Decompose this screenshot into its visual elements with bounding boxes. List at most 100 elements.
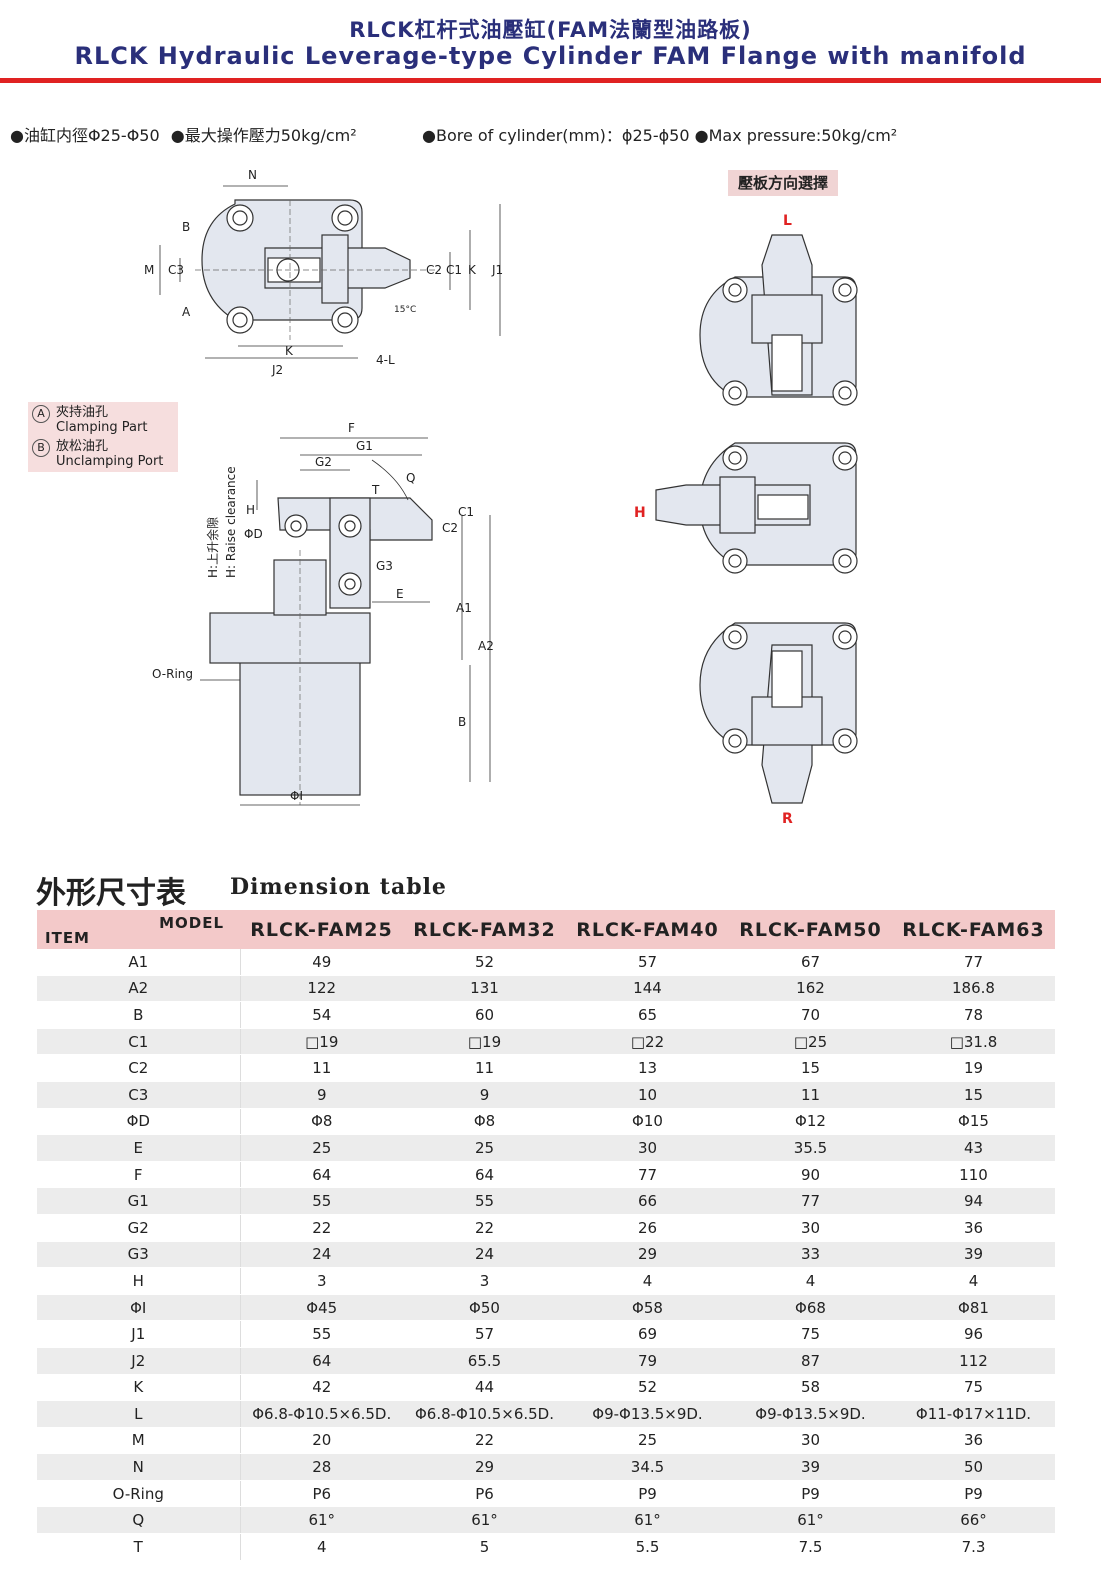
page-title-en: RLCK Hydraulic Leverage-type Cylinder FA… xyxy=(74,42,1027,70)
table-cell: 3 xyxy=(403,1267,566,1295)
dim-label-a2: A2 xyxy=(478,639,494,653)
table-cell: 55 xyxy=(240,1320,403,1348)
dim-label-c2: C2 xyxy=(426,263,442,277)
table-cell: 61° xyxy=(403,1506,566,1535)
table-cell: Φ10 xyxy=(566,1108,729,1136)
table-cell: 49 xyxy=(240,949,403,976)
table-cell: 30 xyxy=(566,1134,729,1162)
table-cell: 66 xyxy=(566,1187,729,1215)
corner-item-label: ITEM xyxy=(45,929,90,947)
table-cell: 26 xyxy=(566,1214,729,1242)
table-cell: 61° xyxy=(566,1506,729,1535)
table-cell: 28 xyxy=(240,1453,403,1481)
table-cell: Φ9-Φ13.5×9D. xyxy=(729,1400,892,1428)
table-cell: 29 xyxy=(566,1241,729,1269)
table-cell: 4 xyxy=(892,1267,1055,1295)
row-item-label: E xyxy=(37,1134,241,1162)
table-cell: 65 xyxy=(566,1001,729,1029)
table-cell: 69 xyxy=(566,1320,729,1348)
table-cell: 144 xyxy=(566,975,729,1003)
table-cell: 25 xyxy=(403,1134,566,1162)
table-cell: 162 xyxy=(729,975,892,1003)
table-cell: 9 xyxy=(240,1081,403,1109)
table-cell: P9 xyxy=(892,1480,1055,1508)
dim-label-t: T xyxy=(371,483,380,497)
table-cell: 43 xyxy=(892,1134,1055,1162)
dimension-table: MODEL ITEM RLCK-FAM25 RLCK-FAM32 RLCK-FA… xyxy=(37,910,1055,1561)
legend-a-en: Clamping Part xyxy=(56,420,148,435)
dim-label-q: Q xyxy=(406,471,415,485)
dim-label-g1: G1 xyxy=(356,439,373,453)
spec-line-en: ●Bore of cylinder(mm)：ϕ25-ϕ50 ●Max press… xyxy=(422,122,897,146)
row-item-label: ΦD xyxy=(37,1108,241,1136)
column-header: RLCK-FAM25 xyxy=(240,910,403,949)
row-item-label: G2 xyxy=(37,1214,241,1242)
table-cell: 60 xyxy=(403,1001,566,1029)
orientation-view-h xyxy=(655,442,858,574)
dim-label-f: F xyxy=(348,421,355,435)
dim-label-k-right: K xyxy=(468,263,477,277)
dim-label-g2: G2 xyxy=(315,455,332,469)
table-cell: P6 xyxy=(240,1480,403,1508)
table-cell: 24 xyxy=(240,1241,403,1269)
table-cell: 61° xyxy=(729,1506,892,1535)
table-cell: 57 xyxy=(403,1320,566,1348)
row-item-label: C1 xyxy=(37,1028,241,1056)
table-header-row: MODEL ITEM RLCK-FAM25 RLCK-FAM32 RLCK-FA… xyxy=(37,910,1055,949)
table-cell: 87 xyxy=(729,1347,892,1375)
table-cell: 44 xyxy=(403,1374,566,1402)
table-cell: 112 xyxy=(892,1347,1055,1375)
table-cell: □22 xyxy=(566,1028,729,1056)
table-cell: Φ58 xyxy=(566,1294,729,1322)
table-cell: 75 xyxy=(729,1320,892,1348)
table-cell: 25 xyxy=(566,1427,729,1455)
table-cell: 79 xyxy=(566,1347,729,1375)
table-cell: 35.5 xyxy=(729,1134,892,1162)
table-cell: 78 xyxy=(892,1001,1055,1029)
spec-line-cn: ●油缸内徑Φ25-Φ50 ●最大操作壓力50kg/cm² xyxy=(10,122,363,146)
orientation-r: R xyxy=(782,811,793,827)
orientation-views: L H R xyxy=(634,213,858,827)
table-cell: 36 xyxy=(892,1427,1055,1455)
spec-bore-cn: ●油缸内徑Φ25-Φ50 xyxy=(10,126,160,145)
table-cell: 15 xyxy=(892,1081,1055,1109)
table-cell: 96 xyxy=(892,1320,1055,1348)
dim-label-c1: C1 xyxy=(458,505,474,519)
header-divider xyxy=(0,78,1101,83)
dim-label-c1: C1 xyxy=(446,263,462,277)
table-cell: P6 xyxy=(403,1480,566,1508)
table-cell: 186.8 xyxy=(892,975,1055,1003)
dim-label-j2: J2 xyxy=(271,363,283,377)
dim-label-angle: 15°C xyxy=(394,305,416,315)
dimension-table-title-en: Dimension table xyxy=(230,874,447,900)
table-cell: 11 xyxy=(240,1054,403,1082)
row-item-label: J2 xyxy=(37,1347,241,1375)
legend-b-cn: 放松油孔 xyxy=(56,439,109,454)
table-cell: 29 xyxy=(403,1453,566,1481)
row-item-label: Q xyxy=(37,1506,241,1535)
row-item-label: A2 xyxy=(37,975,241,1003)
table-cell: P9 xyxy=(729,1480,892,1508)
table-cell: 65.5 xyxy=(403,1347,566,1375)
row-item-label: A1 xyxy=(37,949,241,976)
side-view-drawing: F G1 G2 Q T H ΦD C2 C1 G3 E A1 A2 B O-Ri… xyxy=(152,421,494,806)
dimension-table-title-cn: 外形尺寸表 xyxy=(36,876,186,911)
table-cell: 13 xyxy=(566,1054,729,1082)
table-cell: 42 xyxy=(240,1374,403,1402)
table-cell: 10 xyxy=(566,1081,729,1109)
orientation-label: 壓板方向選擇 xyxy=(728,170,838,196)
page-title-cn: RLCK杠杆式油壓缸(FAM法蘭型油路板) xyxy=(349,18,752,42)
row-item-label: M xyxy=(37,1427,241,1455)
table-cell: 52 xyxy=(403,949,566,976)
